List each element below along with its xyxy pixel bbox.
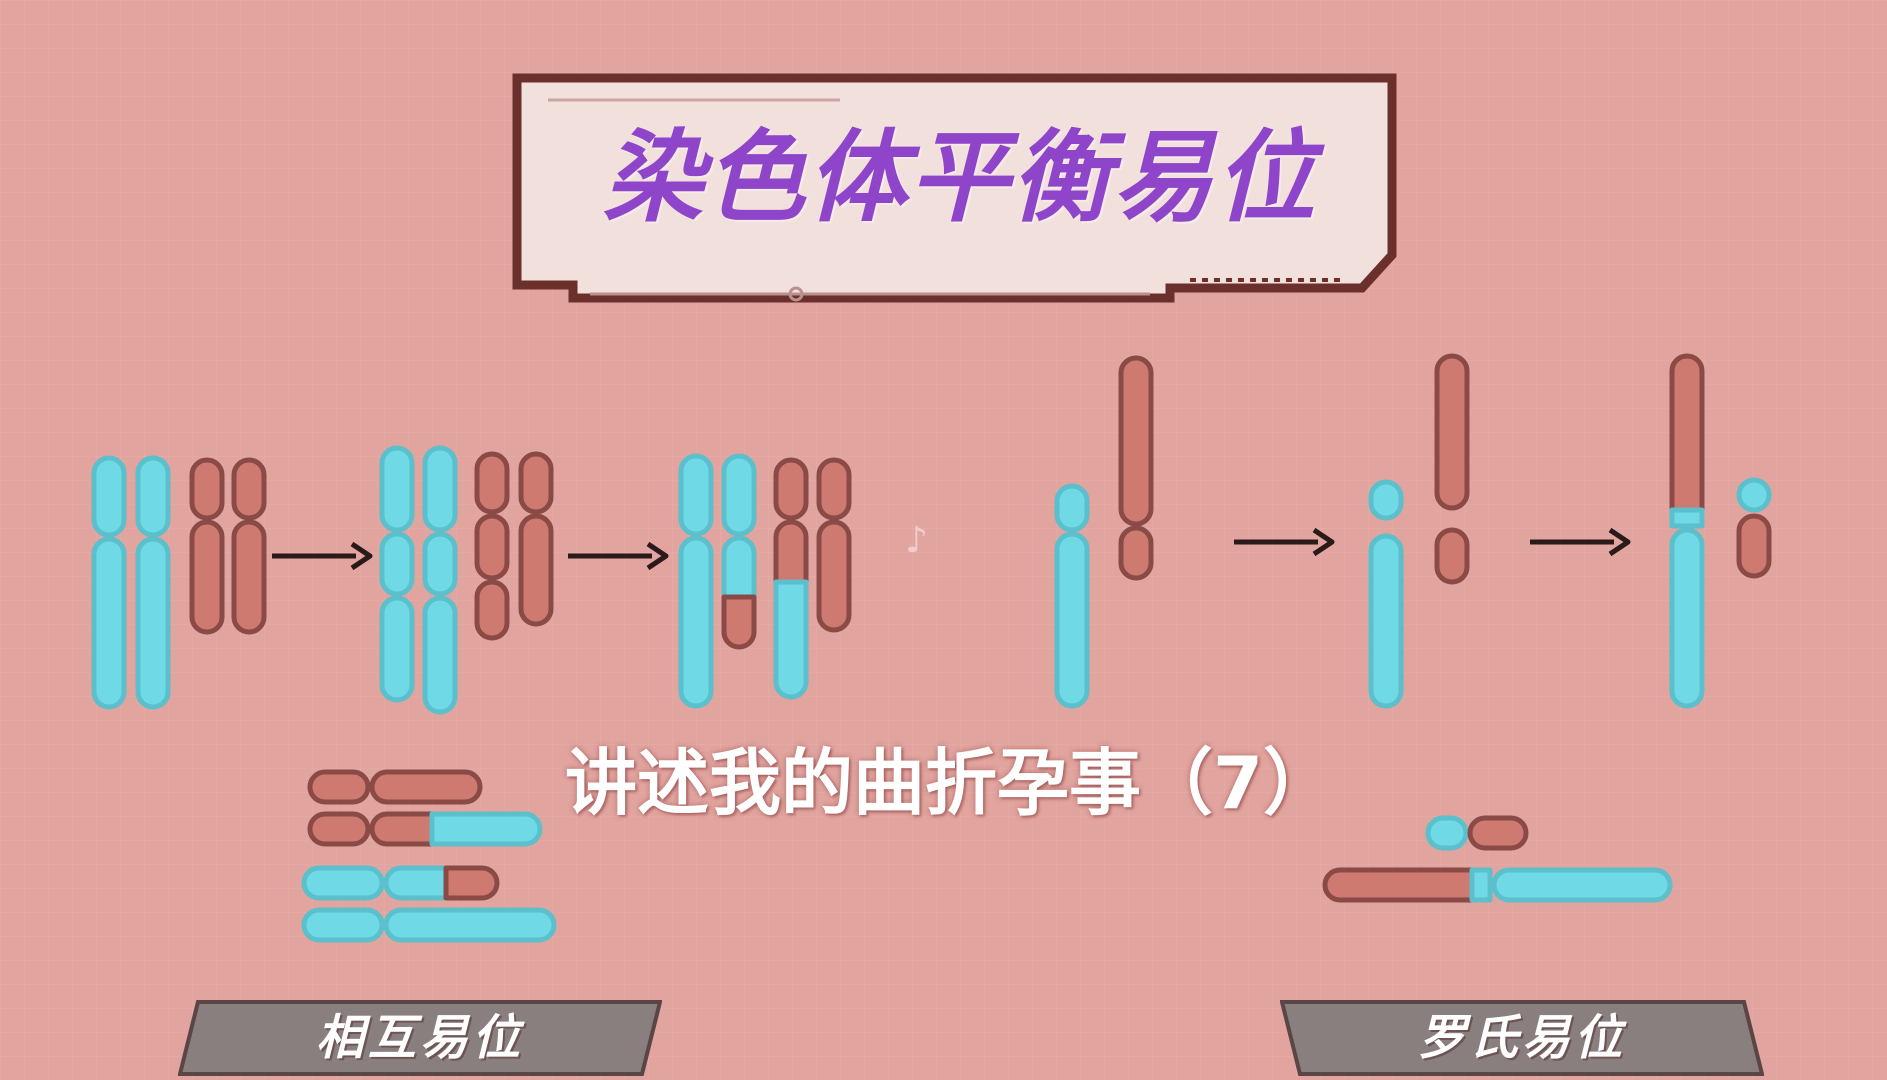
video-caption: 讲述我的曲折孕事（7） <box>564 741 1336 825</box>
right-arrow-icon <box>1530 527 1631 557</box>
label-plate-shape <box>1280 1000 1764 1076</box>
robertsonian-horizontal-set <box>1322 815 1673 903</box>
acrocentric-blue <box>1054 483 1090 709</box>
page-title: 染色体平衡易位 <box>603 119 1317 236</box>
acrocentric-blue-break <box>1368 479 1404 709</box>
reciprocal-horizontal-set <box>301 769 557 943</box>
label-robertsonian-translocation: 罗氏易位 <box>1280 1000 1764 1076</box>
fused-chromosome <box>1669 353 1705 709</box>
label-reciprocal-translocation: 相互易位 <box>178 1000 662 1076</box>
chromosome-pair-blue-break <box>379 445 458 715</box>
acrocentric-red-break <box>1434 353 1470 585</box>
label-reciprocal-text: 相互易位 <box>315 1010 524 1066</box>
right-arrow-icon <box>272 541 373 571</box>
chromosome-pair-red-normal <box>189 457 267 635</box>
right-arrow-icon <box>568 541 669 571</box>
acrocentric-red <box>1118 355 1154 581</box>
label-plate-shape <box>178 1000 662 1076</box>
small-fused-chromosome <box>1736 477 1772 579</box>
label-robertsonian-text: 罗氏易位 <box>1417 1010 1626 1066</box>
watermark-glyph: ♪ <box>905 520 928 561</box>
title-frame <box>512 73 1397 303</box>
chromosome-pair-red-break <box>474 451 554 641</box>
right-arrow-icon <box>1234 527 1335 557</box>
chromosome-pair-blue-normal <box>91 455 171 710</box>
chromosome-pair-blue-translocated <box>678 453 757 709</box>
watermark-logo-icon: ♪ <box>905 520 995 570</box>
chromosome-pair-red-translocated <box>773 457 852 700</box>
